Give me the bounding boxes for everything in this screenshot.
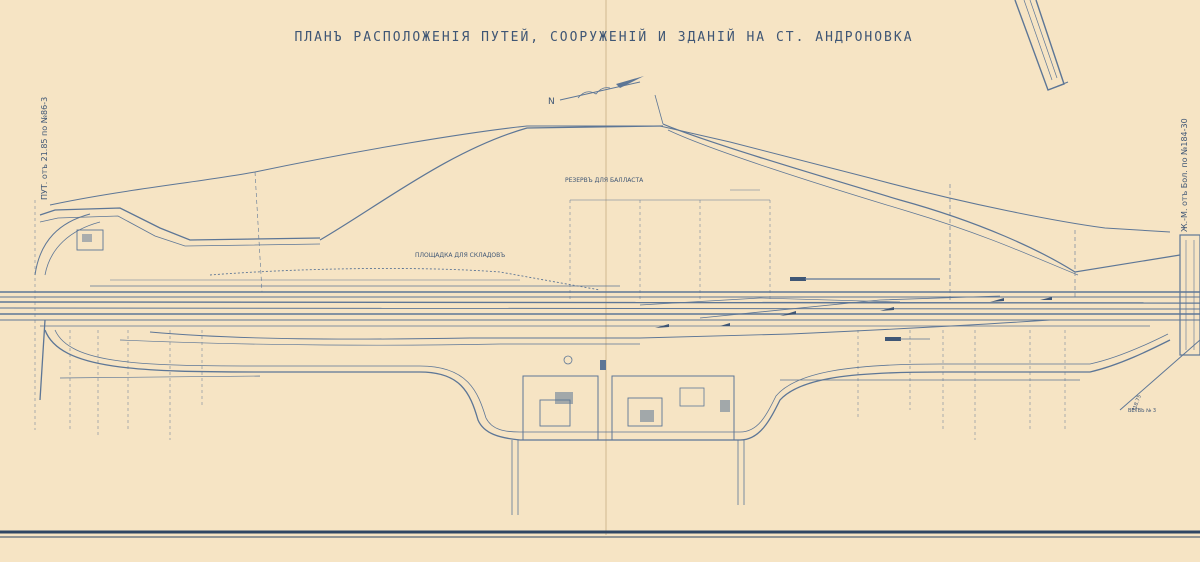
storage-platform xyxy=(209,268,601,291)
north-arrow: N xyxy=(548,76,644,107)
boundary-tick xyxy=(254,171,263,293)
branch-label: ВЕТВЬ № 3 xyxy=(1128,408,1156,414)
left-building xyxy=(76,229,104,251)
upper-spur xyxy=(654,94,664,125)
map-title: ПЛАНЪ РАСПОЛОЖЕНІЯ ПУТЕЙ, СООРУЖЕНІЙ И З… xyxy=(294,29,913,45)
chainage-lines xyxy=(34,200,1066,440)
left-siding xyxy=(39,215,321,247)
left-siding xyxy=(39,207,321,241)
left-side-label: ПУТ. отъ 21.85 по №86-3 xyxy=(40,97,49,200)
left-building-core xyxy=(82,234,92,242)
switch-markers xyxy=(655,277,1052,341)
main-track-bundle xyxy=(0,279,1200,327)
upper-bypass-track-2 xyxy=(667,129,1079,276)
bridge-structure xyxy=(1014,0,1069,91)
station-buildings xyxy=(522,355,735,441)
platform-label: ПЛОЩАДКА ДЛЯ СКЛАДОВЪ xyxy=(415,252,505,259)
right-side-label: Ж.-М. отъ Бол. по №184-30 xyxy=(1180,118,1189,232)
left-curve xyxy=(34,213,91,276)
left-curve xyxy=(44,221,101,276)
upper-bypass-track xyxy=(319,125,664,241)
reserve-dimension-grid xyxy=(569,189,771,300)
access-roads xyxy=(511,440,745,515)
right-end-bridge xyxy=(1119,234,1200,411)
reserve-label: РЕЗЕРВЪ ДЛЯ БАЛЛАСТА xyxy=(565,177,644,184)
north-label: N xyxy=(548,97,555,107)
upper-bypass-track xyxy=(662,123,1181,273)
boundary-line-top xyxy=(49,125,1171,233)
right-vertical-label: 318.75 xyxy=(1131,394,1143,412)
platform-sidings xyxy=(119,295,1051,346)
